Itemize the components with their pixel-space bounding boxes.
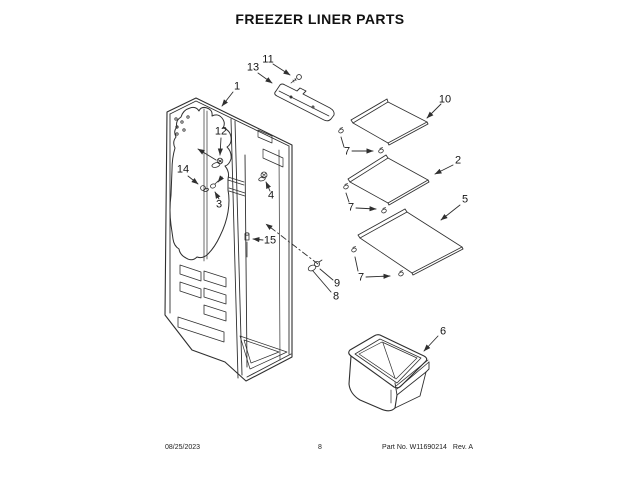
callout-14: 14: [176, 163, 190, 176]
callout-15: 15: [263, 234, 277, 247]
shelf-rail-drawing: [274, 83, 335, 122]
rail-screw-drawing: [290, 74, 302, 84]
part-number-text: Part No. W11690214: [382, 444, 447, 451]
callout-3: 3: [215, 198, 223, 211]
callout-8: 8: [332, 290, 340, 303]
air-duct-cover-drawing: [169, 106, 232, 261]
leader-lines: [187, 63, 461, 352]
screw-14-drawing: [200, 185, 209, 192]
callout-11: 11: [262, 53, 274, 66]
callout-7a: 7: [343, 145, 351, 158]
footer-date: 08/25/2023: [165, 444, 201, 451]
grommet-3-drawing: [210, 180, 219, 189]
page-footer: 08/25/2023 8 Part No. W11690214 Rev. A: [0, 444, 640, 456]
pin-15-drawing: [244, 232, 250, 258]
page-title: FREEZER LINER PARTS: [235, 11, 405, 27]
callout-5: 5: [461, 193, 469, 206]
callout-12: 12: [214, 125, 228, 138]
shelf-bottom-drawing: [357, 208, 464, 276]
shelf-top-drawing: [350, 98, 429, 146]
revision-text: Rev. A: [452, 444, 473, 451]
callout-1: 1: [233, 80, 241, 93]
callout-7c: 7: [357, 271, 365, 284]
freezer-basket-drawing: [348, 334, 430, 412]
footer-page-number: 8: [318, 444, 322, 451]
callout-2: 2: [454, 154, 462, 167]
callout-4: 4: [267, 189, 275, 202]
callout-7b: 7: [347, 201, 355, 214]
screw-4-drawing: [258, 171, 268, 182]
callout-10: 10: [438, 93, 452, 106]
screw-8-9-drawing: [307, 259, 323, 272]
callout-6: 6: [439, 325, 447, 338]
screw-12-drawing: [211, 157, 224, 168]
footer-part-number: Part No. W11690214 Rev. A: [382, 444, 473, 451]
shelf-clip-drawing: [338, 127, 404, 277]
callout-9: 9: [333, 277, 341, 290]
callout-13: 13: [246, 61, 260, 74]
freezer-liner-drawing: [164, 97, 293, 382]
shelf-middle-drawing: [347, 154, 430, 206]
